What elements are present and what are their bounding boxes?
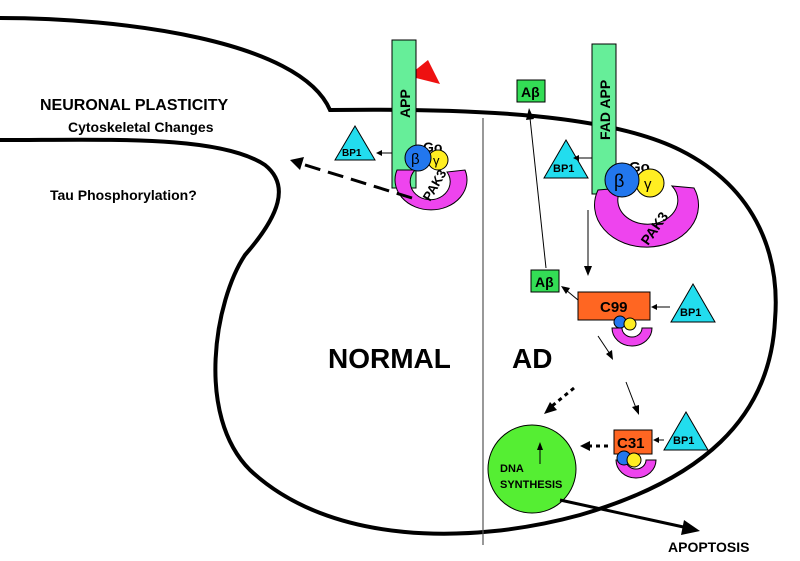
app-receptor-label: APP bbox=[397, 89, 413, 118]
dna-synthesis-circle bbox=[487, 424, 577, 514]
abeta-out-label: Aβ bbox=[521, 84, 540, 100]
bp1-c99-label: BP1 bbox=[680, 307, 701, 319]
abeta-out-box bbox=[516, 79, 546, 103]
beta-ad bbox=[604, 162, 640, 198]
beta-ad-label: β bbox=[614, 171, 624, 191]
dashed-arrow-plasticity bbox=[301, 162, 413, 200]
pak3-c99 bbox=[611, 327, 653, 347]
app-receptor bbox=[391, 39, 417, 189]
abeta-in-box bbox=[530, 269, 560, 293]
c99-label: C99 bbox=[600, 299, 628, 316]
neuronal-plasticity-label: NEURONAL PLASTICITY bbox=[40, 97, 228, 114]
pak3-ad bbox=[594, 185, 699, 248]
gamma-c31 bbox=[626, 452, 642, 468]
dna-label: DNA bbox=[500, 463, 524, 475]
c99-box bbox=[577, 291, 651, 321]
normal-label: NORMAL bbox=[328, 343, 451, 374]
gamma-c99 bbox=[623, 317, 637, 331]
c31-box bbox=[613, 429, 653, 455]
bp1-normal bbox=[334, 125, 376, 161]
normal-complex: APP PAK3 Go γ β BP1 bbox=[290, 39, 468, 211]
ad-label: AD bbox=[512, 343, 552, 374]
gamma-normal-label: γ bbox=[433, 153, 440, 168]
bp1-normal-label: BP1 bbox=[342, 148, 362, 159]
c31-label: C31 bbox=[617, 435, 645, 452]
bp1-c31 bbox=[663, 411, 709, 451]
apoptosis-arrow bbox=[559, 498, 689, 530]
synthesis-label: SYNTHESIS bbox=[500, 479, 562, 491]
fad-app-label: FAD APP bbox=[597, 80, 613, 140]
abeta-in-label: Aβ bbox=[535, 274, 554, 290]
bp1-c99 bbox=[670, 283, 716, 323]
bp1-c31-label: BP1 bbox=[673, 435, 694, 447]
apoptosis-label: APOPTOSIS bbox=[668, 539, 749, 555]
tau-phosphorylation-label: Tau Phosphorylation? bbox=[50, 187, 197, 203]
ad-complex: FAD APP PAK3 Go γ β BP1 Aβ Aβ bbox=[487, 43, 716, 535]
beta-normal bbox=[404, 144, 432, 172]
bp1-ad-label: BP1 bbox=[553, 163, 574, 175]
gamma-ad-label: γ bbox=[644, 176, 652, 193]
cytoskeletal-changes-label: Cytoskeletal Changes bbox=[68, 119, 214, 135]
cell-membrane bbox=[0, 16, 778, 536]
pak3-normal bbox=[394, 169, 468, 211]
beta-normal-label: β bbox=[411, 151, 420, 168]
